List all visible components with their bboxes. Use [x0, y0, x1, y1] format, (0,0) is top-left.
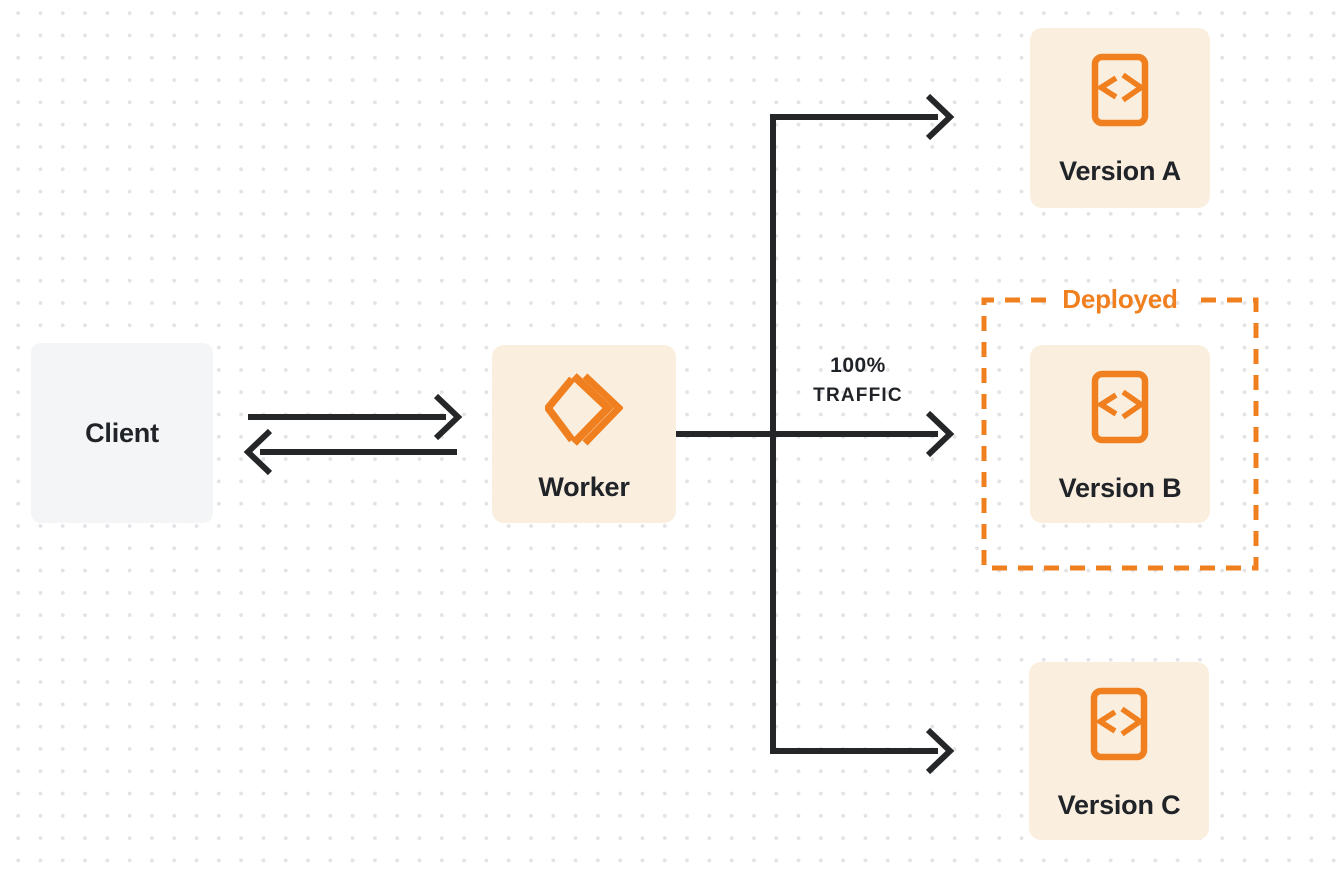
version-b-node: Version B — [1030, 345, 1210, 523]
arrow-to-version-a-head — [925, 93, 955, 141]
worker-node: Worker — [492, 345, 676, 523]
deployed-label: Deployed — [1062, 284, 1178, 314]
arrow-worker-to-client-head — [243, 428, 273, 476]
arrow-client-to-worker-head — [433, 393, 463, 441]
client-node: Client — [31, 343, 213, 523]
version-b-label: Version B — [1058, 473, 1182, 503]
traffic-label: 100% TRAFFIC — [788, 352, 928, 412]
code-file-icon — [1091, 53, 1149, 127]
branch-line — [770, 114, 938, 754]
worker-label: Worker — [538, 472, 630, 502]
arrow-to-version-c-head — [925, 727, 955, 775]
version-a-node: Version A — [1030, 28, 1210, 208]
code-file-icon — [1091, 370, 1149, 444]
workers-logo-icon — [545, 373, 623, 446]
version-c-node: Version C — [1029, 662, 1209, 840]
client-label: Client — [85, 417, 159, 448]
traffic-word: TRAFFIC — [813, 385, 903, 406]
code-file-icon — [1090, 687, 1148, 761]
version-c-label: Version C — [1057, 790, 1181, 820]
traffic-percent: 100% — [830, 354, 886, 377]
version-a-label: Version A — [1059, 156, 1181, 186]
arrow-worker-to-version-b-head — [925, 410, 955, 458]
